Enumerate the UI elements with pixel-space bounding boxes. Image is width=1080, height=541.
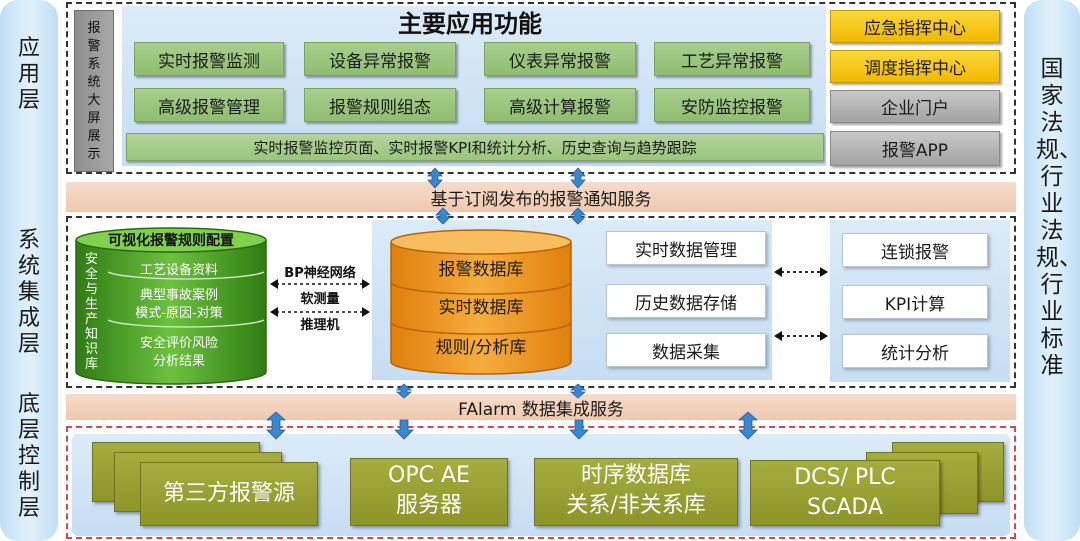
notify-bus: 基于订阅发布的报警通知服务 xyxy=(66,182,1016,212)
standards-band xyxy=(1024,0,1080,541)
realtime-data-mgmt[interactable]: 实时数据管理 xyxy=(606,231,766,265)
db-layer-rules: 规则/分析库 xyxy=(435,337,527,358)
module-advanced-alarm-mgmt[interactable]: 高级报警管理 xyxy=(134,88,284,122)
module-instrument-alarm[interactable]: 仪表异常报警 xyxy=(484,42,636,76)
layer-label-integration: 系统集成层 xyxy=(17,228,40,357)
history-data-storage[interactable]: 历史数据存储 xyxy=(606,284,766,318)
double-arrow-icon xyxy=(270,279,370,317)
knowledge-base-cylinder xyxy=(75,227,267,385)
dcs-label-line2: SCADA xyxy=(807,495,883,520)
module-realtime-monitor[interactable]: 实时报警监测 xyxy=(134,42,284,76)
big-screen-column[interactable] xyxy=(74,10,114,172)
control-layer-frame xyxy=(66,426,1016,539)
emergency-center-button[interactable]: 应急指挥中心 xyxy=(830,10,1000,43)
third-party-source[interactable] xyxy=(140,462,318,526)
timeseries-db[interactable] xyxy=(534,458,738,526)
tsdb-label-line1: 时序数据库 xyxy=(580,463,691,488)
kb-title: 可视化报警规则配置 xyxy=(108,233,234,249)
statistical-analysis[interactable]: 统计分析 xyxy=(842,334,988,368)
enterprise-portal-button[interactable]: 企业门户 xyxy=(830,90,1000,123)
dcs-plc-scada[interactable] xyxy=(750,460,940,526)
kb-item: 安全评价风险 xyxy=(139,335,218,351)
big-screen-label: 报警系统大屏展示 xyxy=(87,21,101,162)
integration-bus: FAlarm 数据集成服务 xyxy=(66,394,1016,420)
opc-ae-server[interactable] xyxy=(350,458,508,526)
kb-item: 模式-原因-对策 xyxy=(135,305,223,321)
module-rule-config[interactable]: 报警规则组态 xyxy=(304,88,456,122)
opc-label-line1: OPC AE xyxy=(388,463,470,488)
module-advanced-calc[interactable]: 高级计算报警 xyxy=(484,88,636,122)
layer-label-control: 底层控制层 xyxy=(17,392,40,521)
database-cylinder xyxy=(390,229,572,375)
method-bp: BP神经网络 xyxy=(284,265,356,281)
method-inference: 推理机 xyxy=(300,317,340,333)
kb-item: 工艺设备资料 xyxy=(139,262,218,278)
application-title: 主要应用功能 xyxy=(398,9,542,38)
tsdb-label-line2: 关系/非关系库 xyxy=(566,493,706,518)
db-layer-alarm: 报警数据库 xyxy=(438,259,524,280)
module-equipment-alarm[interactable]: 设备异常报警 xyxy=(304,42,456,76)
layer-band xyxy=(0,0,58,541)
method-soft-sensor: 软测量 xyxy=(300,291,340,307)
opc-label-line2: 服务器 xyxy=(395,493,462,518)
summary-bar: 实时报警监控页面、实时报警KPI和统计分析、历史查询与趋势跟踪 xyxy=(126,133,824,161)
data-collection[interactable]: 数据采集 xyxy=(606,333,766,367)
kpi-calculation[interactable]: KPI计算 xyxy=(842,285,988,319)
dotted-arrow-icon xyxy=(774,267,828,341)
alarm-app-button[interactable]: 报警APP xyxy=(830,131,1000,166)
kb-item: 典型事故案例 xyxy=(139,287,218,303)
third-party-label: 第三方报警源 xyxy=(162,481,295,506)
interlock-alarm[interactable]: 连锁报警 xyxy=(842,233,988,267)
kb-item: 分析结果 xyxy=(152,353,205,369)
dcs-label-line1: DCS/ PLC xyxy=(794,465,896,490)
module-process-alarm[interactable]: 工艺异常报警 xyxy=(654,42,810,76)
dispatch-center-button[interactable]: 调度指挥中心 xyxy=(830,50,1000,83)
standards-label: 国家法规、行业法规、行业标准 xyxy=(1036,56,1080,379)
integration-layer-frame xyxy=(66,216,1016,388)
application-layer-frame xyxy=(66,2,1016,174)
db-layer-realtime: 实时数据库 xyxy=(438,297,524,318)
layer-label-application: 应用层 xyxy=(17,36,40,113)
kb-side-label: 安全与生产知识库 xyxy=(84,252,98,372)
module-security-monitor[interactable]: 安防监控报警 xyxy=(654,88,810,122)
